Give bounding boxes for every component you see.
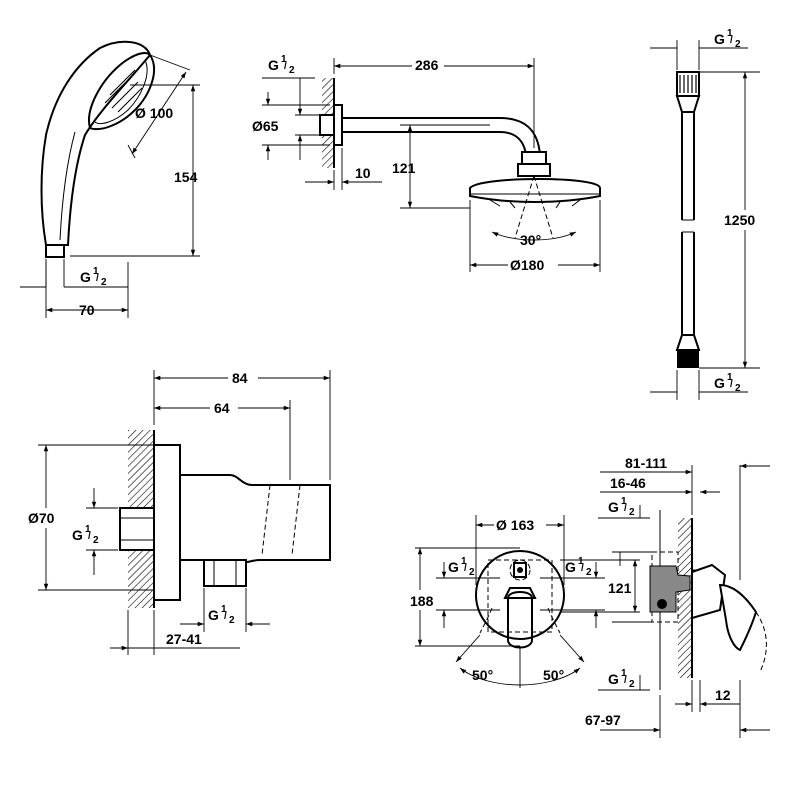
shower-head-nozzles: [489, 199, 581, 209]
arm-offset-label: 10: [355, 165, 371, 181]
arm-length-label: 286: [415, 57, 439, 73]
arm-flange-label: Ø65: [252, 118, 279, 134]
hose-bottom-nut: [677, 350, 699, 368]
svg-text:2: 2: [735, 39, 741, 50]
svg-text:1: 1: [578, 556, 584, 567]
hand-shower-width-label: 70: [79, 302, 95, 318]
svg-text:/: /: [88, 531, 91, 542]
svg-text:/: /: [624, 675, 627, 686]
mixer-side-bottom-thread-label: G 1 / 2: [608, 668, 635, 690]
svg-text:1: 1: [221, 604, 227, 615]
svg-text:2: 2: [629, 679, 635, 690]
svg-text:G: G: [714, 375, 725, 391]
mixer-depth-label: 12: [715, 687, 731, 703]
svg-text:1: 1: [85, 524, 91, 535]
svg-text:2: 2: [289, 65, 295, 76]
outlet-bottom-thread-label: G 1 / 2: [208, 604, 235, 626]
svg-text:/: /: [581, 563, 584, 574]
arm-drop-label: 121: [392, 160, 416, 176]
svg-text:2: 2: [586, 567, 592, 578]
svg-text:G: G: [448, 559, 459, 575]
svg-text:/: /: [730, 379, 733, 390]
svg-text:/: /: [624, 503, 627, 514]
mixer-height-label: 188: [410, 593, 434, 609]
mixer-range-mid-label: 16-46: [610, 475, 646, 491]
svg-text:/: /: [96, 273, 99, 284]
arm-thread-label: G 1 / 2: [268, 54, 295, 76]
svg-text:1: 1: [461, 556, 467, 567]
svg-text:G: G: [208, 607, 219, 623]
mixer-front-view: Ø 163 188 G 1 / 2 G 1 / 2: [408, 515, 640, 688]
mixer-left-thread-label: G 1 / 2: [448, 556, 475, 578]
hose-view: G 1 / 2 1250 G 1 / 2: [650, 28, 768, 400]
shower-head-angle-label: 30°: [520, 232, 541, 248]
hand-shower-length-label: 154: [174, 169, 198, 185]
outlet-diameter-label: Ø70: [28, 510, 55, 526]
svg-text:/: /: [464, 563, 467, 574]
hose-bottom-thread-label: G 1 / 2: [714, 372, 741, 394]
svg-text:2: 2: [229, 615, 235, 626]
svg-text:G: G: [72, 527, 83, 543]
mixer-side-view: 81-111 16-46 G 1 / 2 G 1 / 2 1: [585, 455, 770, 738]
hose-top-thread-label: G 1 / 2: [714, 28, 741, 50]
mixer-range-top-label: 81-111: [625, 455, 667, 471]
hand-shower-connector: [45, 244, 65, 258]
outlet-depth-label: 27-41: [166, 631, 202, 647]
mixer-side-handle: [718, 583, 758, 652]
svg-text:G: G: [565, 559, 576, 575]
outlet-inner-label: 64: [214, 400, 230, 416]
svg-text:1: 1: [93, 266, 99, 277]
shower-arm-view: 30° 286 G 1 / 2 Ø65 10: [252, 54, 601, 274]
svg-text:2: 2: [469, 567, 475, 578]
svg-text:2: 2: [735, 383, 741, 394]
svg-text:/: /: [284, 61, 287, 72]
mixer-diameter-label: Ø 163: [496, 517, 534, 533]
wall-outlet-view: 84 64 Ø70 G 1 / 2 G 1 / 2: [26, 368, 331, 655]
mixer-range-bottom-label: 67-97: [585, 712, 621, 728]
svg-text:2: 2: [629, 507, 635, 518]
svg-text:G: G: [268, 57, 279, 73]
mixer-right-thread-label: G 1 / 2: [565, 556, 592, 578]
mixer-wall-hatch: [678, 518, 692, 678]
arm-flange: [333, 104, 343, 146]
mixer-cover: [691, 563, 727, 620]
outlet-body: [154, 444, 181, 601]
svg-text:G: G: [714, 31, 725, 47]
mixer-angle-right-label: 50°: [543, 667, 564, 683]
hand-shower-body: [40, 40, 152, 246]
hand-shower-inner-line: [59, 131, 76, 241]
mixer-angle-left-label: 50°: [472, 667, 493, 683]
outlet-total-label: 84: [232, 370, 248, 386]
svg-text:G: G: [608, 671, 619, 687]
shower-head-diameter-label: Ø180: [510, 257, 544, 273]
hand-shower-diameter-label: Ø 100: [135, 105, 173, 121]
hand-shower-view: Ø 100 154 G 1 / 2 70: [20, 40, 200, 318]
svg-text:1: 1: [727, 28, 733, 39]
mixer-side-top-thread-label: G 1 / 2: [608, 496, 635, 518]
mixer-rosette: [475, 550, 565, 640]
svg-text:G: G: [608, 499, 619, 515]
svg-text:1: 1: [621, 668, 627, 679]
hose-length-label: 1250: [724, 212, 755, 228]
mixer-handle: [507, 591, 533, 649]
outlet-bottom-port: [203, 559, 247, 587]
svg-text:2: 2: [93, 535, 99, 546]
svg-text:G: G: [80, 269, 91, 285]
shower-head: [469, 178, 601, 203]
svg-text:1: 1: [281, 54, 287, 65]
svg-text:1: 1: [621, 496, 627, 507]
outlet-side-thread-label: G 1 / 2: [72, 524, 99, 546]
svg-text:/: /: [224, 611, 227, 622]
outlet-side-port: [119, 507, 155, 551]
svg-text:2: 2: [101, 277, 107, 288]
shower-arm-pipe: [342, 117, 541, 160]
mixer-offset-label: 121: [608, 580, 632, 596]
svg-text:1: 1: [727, 372, 733, 383]
hand-shower-thread-label: G 1 / 2: [80, 266, 107, 288]
svg-text:/: /: [730, 35, 733, 46]
